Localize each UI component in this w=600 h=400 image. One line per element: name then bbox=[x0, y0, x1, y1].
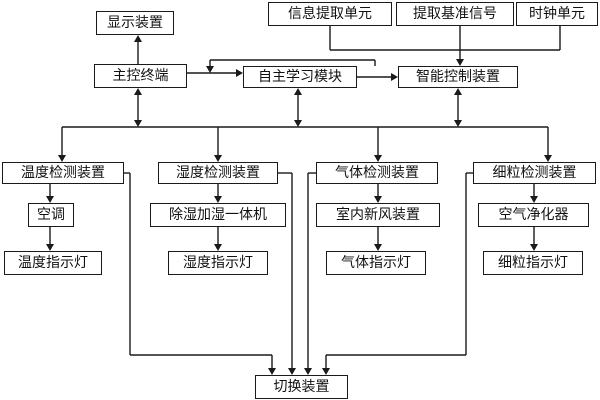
gas-indicator-box: 气体指示灯 bbox=[326, 251, 426, 275]
intelligent-control-device-box: 智能控制装置 bbox=[398, 66, 518, 88]
air-conditioner-box: 空调 bbox=[28, 203, 74, 227]
arrow-head bbox=[134, 35, 142, 42]
clock-unit-box: 时钟单元 bbox=[516, 2, 598, 26]
humidity-indicator-box: 湿度指示灯 bbox=[168, 251, 268, 275]
arrow-head bbox=[46, 196, 54, 203]
arrow-head bbox=[134, 120, 142, 127]
info-extract-unit-box: 信息提取单元 bbox=[268, 2, 392, 26]
arrow-head bbox=[304, 368, 312, 375]
main-control-terminal-box: 主控终端 bbox=[94, 64, 187, 88]
arrow-head bbox=[294, 88, 302, 95]
arrow-head bbox=[374, 155, 382, 162]
arrow-head bbox=[46, 244, 54, 251]
arrow-head bbox=[454, 120, 462, 127]
temperature-indicator-box: 温度指示灯 bbox=[4, 251, 102, 275]
arrow-head bbox=[454, 88, 462, 95]
dehumidifier-humidifier-box: 除湿加湿一体机 bbox=[150, 203, 286, 227]
arrow-head bbox=[134, 88, 142, 95]
arrow-head bbox=[206, 66, 214, 73]
arrow-head bbox=[214, 155, 222, 162]
arrow-head bbox=[530, 244, 538, 251]
self-learning-module-box: 自主学习模块 bbox=[243, 66, 357, 88]
arrow-head bbox=[214, 196, 222, 203]
arrow-head bbox=[374, 196, 382, 203]
particle-indicator-box: 细粒指示灯 bbox=[483, 251, 583, 275]
arrow-head bbox=[268, 368, 276, 375]
gas-detection-device-box: 气体检测装置 bbox=[316, 162, 438, 184]
arrow-head bbox=[374, 244, 382, 251]
arrow-head bbox=[544, 155, 552, 162]
arrow-head bbox=[530, 196, 538, 203]
arrow-head bbox=[58, 155, 66, 162]
display-device-box: 显示装置 bbox=[96, 11, 174, 35]
air-purifier-box: 空气净化器 bbox=[478, 203, 589, 227]
arrow-head bbox=[288, 368, 296, 375]
humidity-detection-device-box: 湿度检测装置 bbox=[158, 162, 278, 184]
temperature-detection-device-box: 温度检测装置 bbox=[2, 162, 124, 184]
switching-device-box: 切换装置 bbox=[255, 375, 348, 399]
indoor-fresh-air-device-box: 室内新风装置 bbox=[316, 203, 440, 227]
arrow-head bbox=[294, 120, 302, 127]
arrow-head bbox=[214, 244, 222, 251]
extract-baseline-signal-box: 提取基准信号 bbox=[396, 2, 514, 26]
arrow-head bbox=[456, 59, 464, 66]
arrow-head bbox=[391, 73, 398, 81]
arrow-head bbox=[322, 368, 330, 375]
particle-detection-device-box: 细粒检测装置 bbox=[473, 162, 596, 184]
arrow-head bbox=[236, 69, 243, 77]
